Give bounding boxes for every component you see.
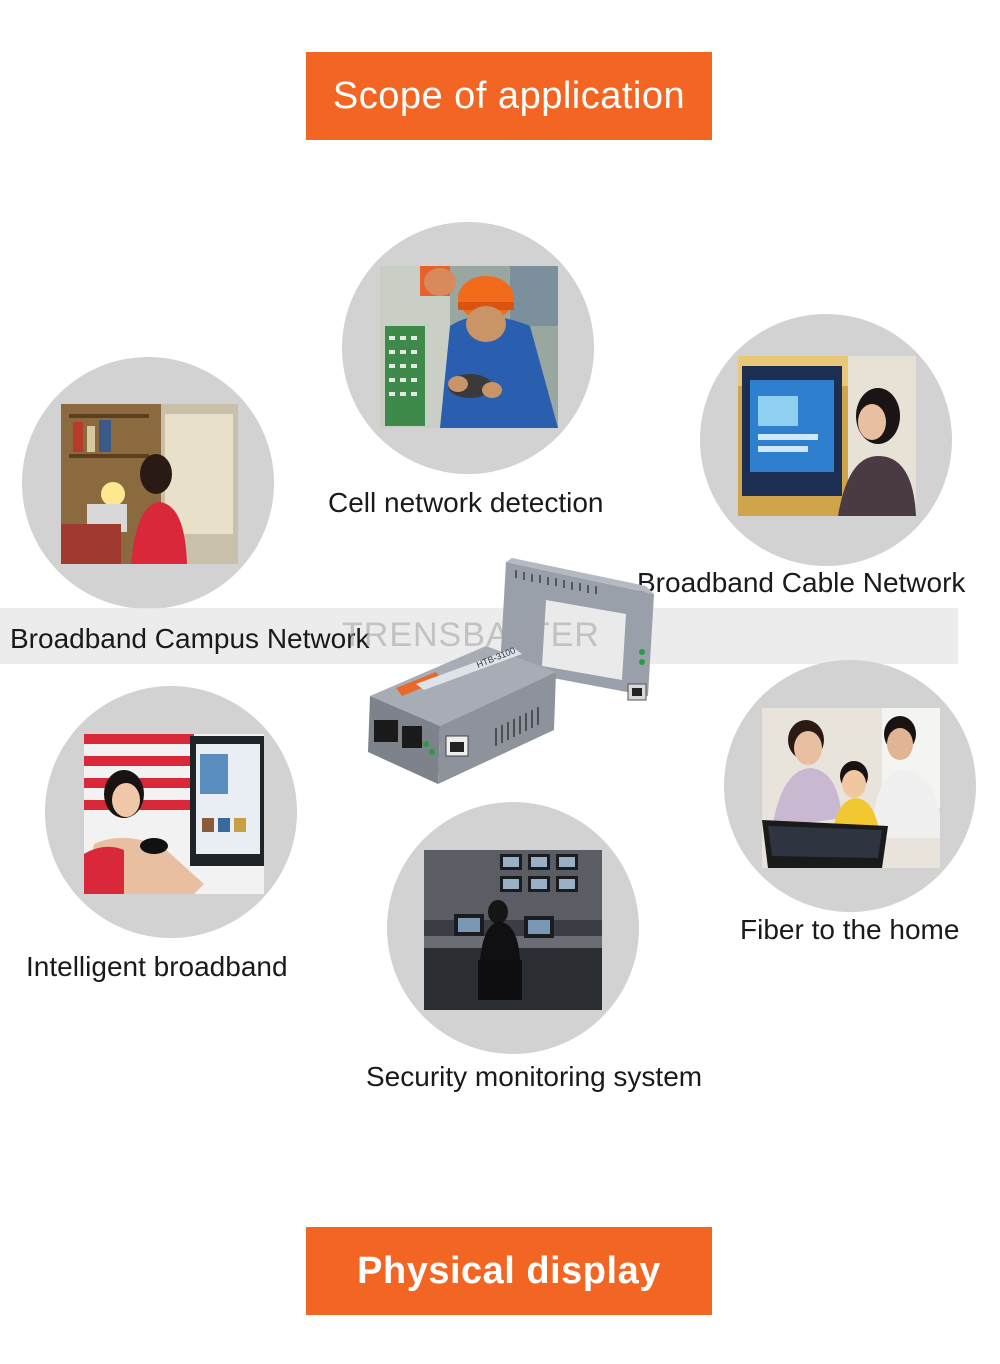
label-security-monitoring: Security monitoring system (366, 1061, 703, 1092)
media-converter-product-image: HTB-3100 (366, 556, 658, 786)
physical-display-title: Physical display (357, 1249, 661, 1292)
label-fiber-home: Fiber to the home (740, 914, 960, 945)
tv-woman-photo (84, 734, 264, 894)
physical-display-banner: Physical display (306, 1227, 712, 1315)
scope-title: Scope of application (332, 74, 686, 117)
family-laptop-photo (762, 708, 940, 868)
control-room-photo (424, 850, 602, 1010)
watermark-text: TRENSBATTER (342, 616, 600, 654)
label-intelligent-broadband: Intelligent broadband (26, 951, 288, 982)
scope-banner: Scope of application (306, 52, 712, 140)
label-broadband-campus: Broadband Campus Network (10, 623, 370, 654)
label-cell-network: Cell network detection (328, 487, 604, 518)
workers-photo (380, 266, 558, 428)
student-desk-photo (61, 404, 238, 564)
label-broadband-cable: Broadband Cable Network (637, 567, 966, 598)
woman-screen-photo (738, 356, 916, 516)
